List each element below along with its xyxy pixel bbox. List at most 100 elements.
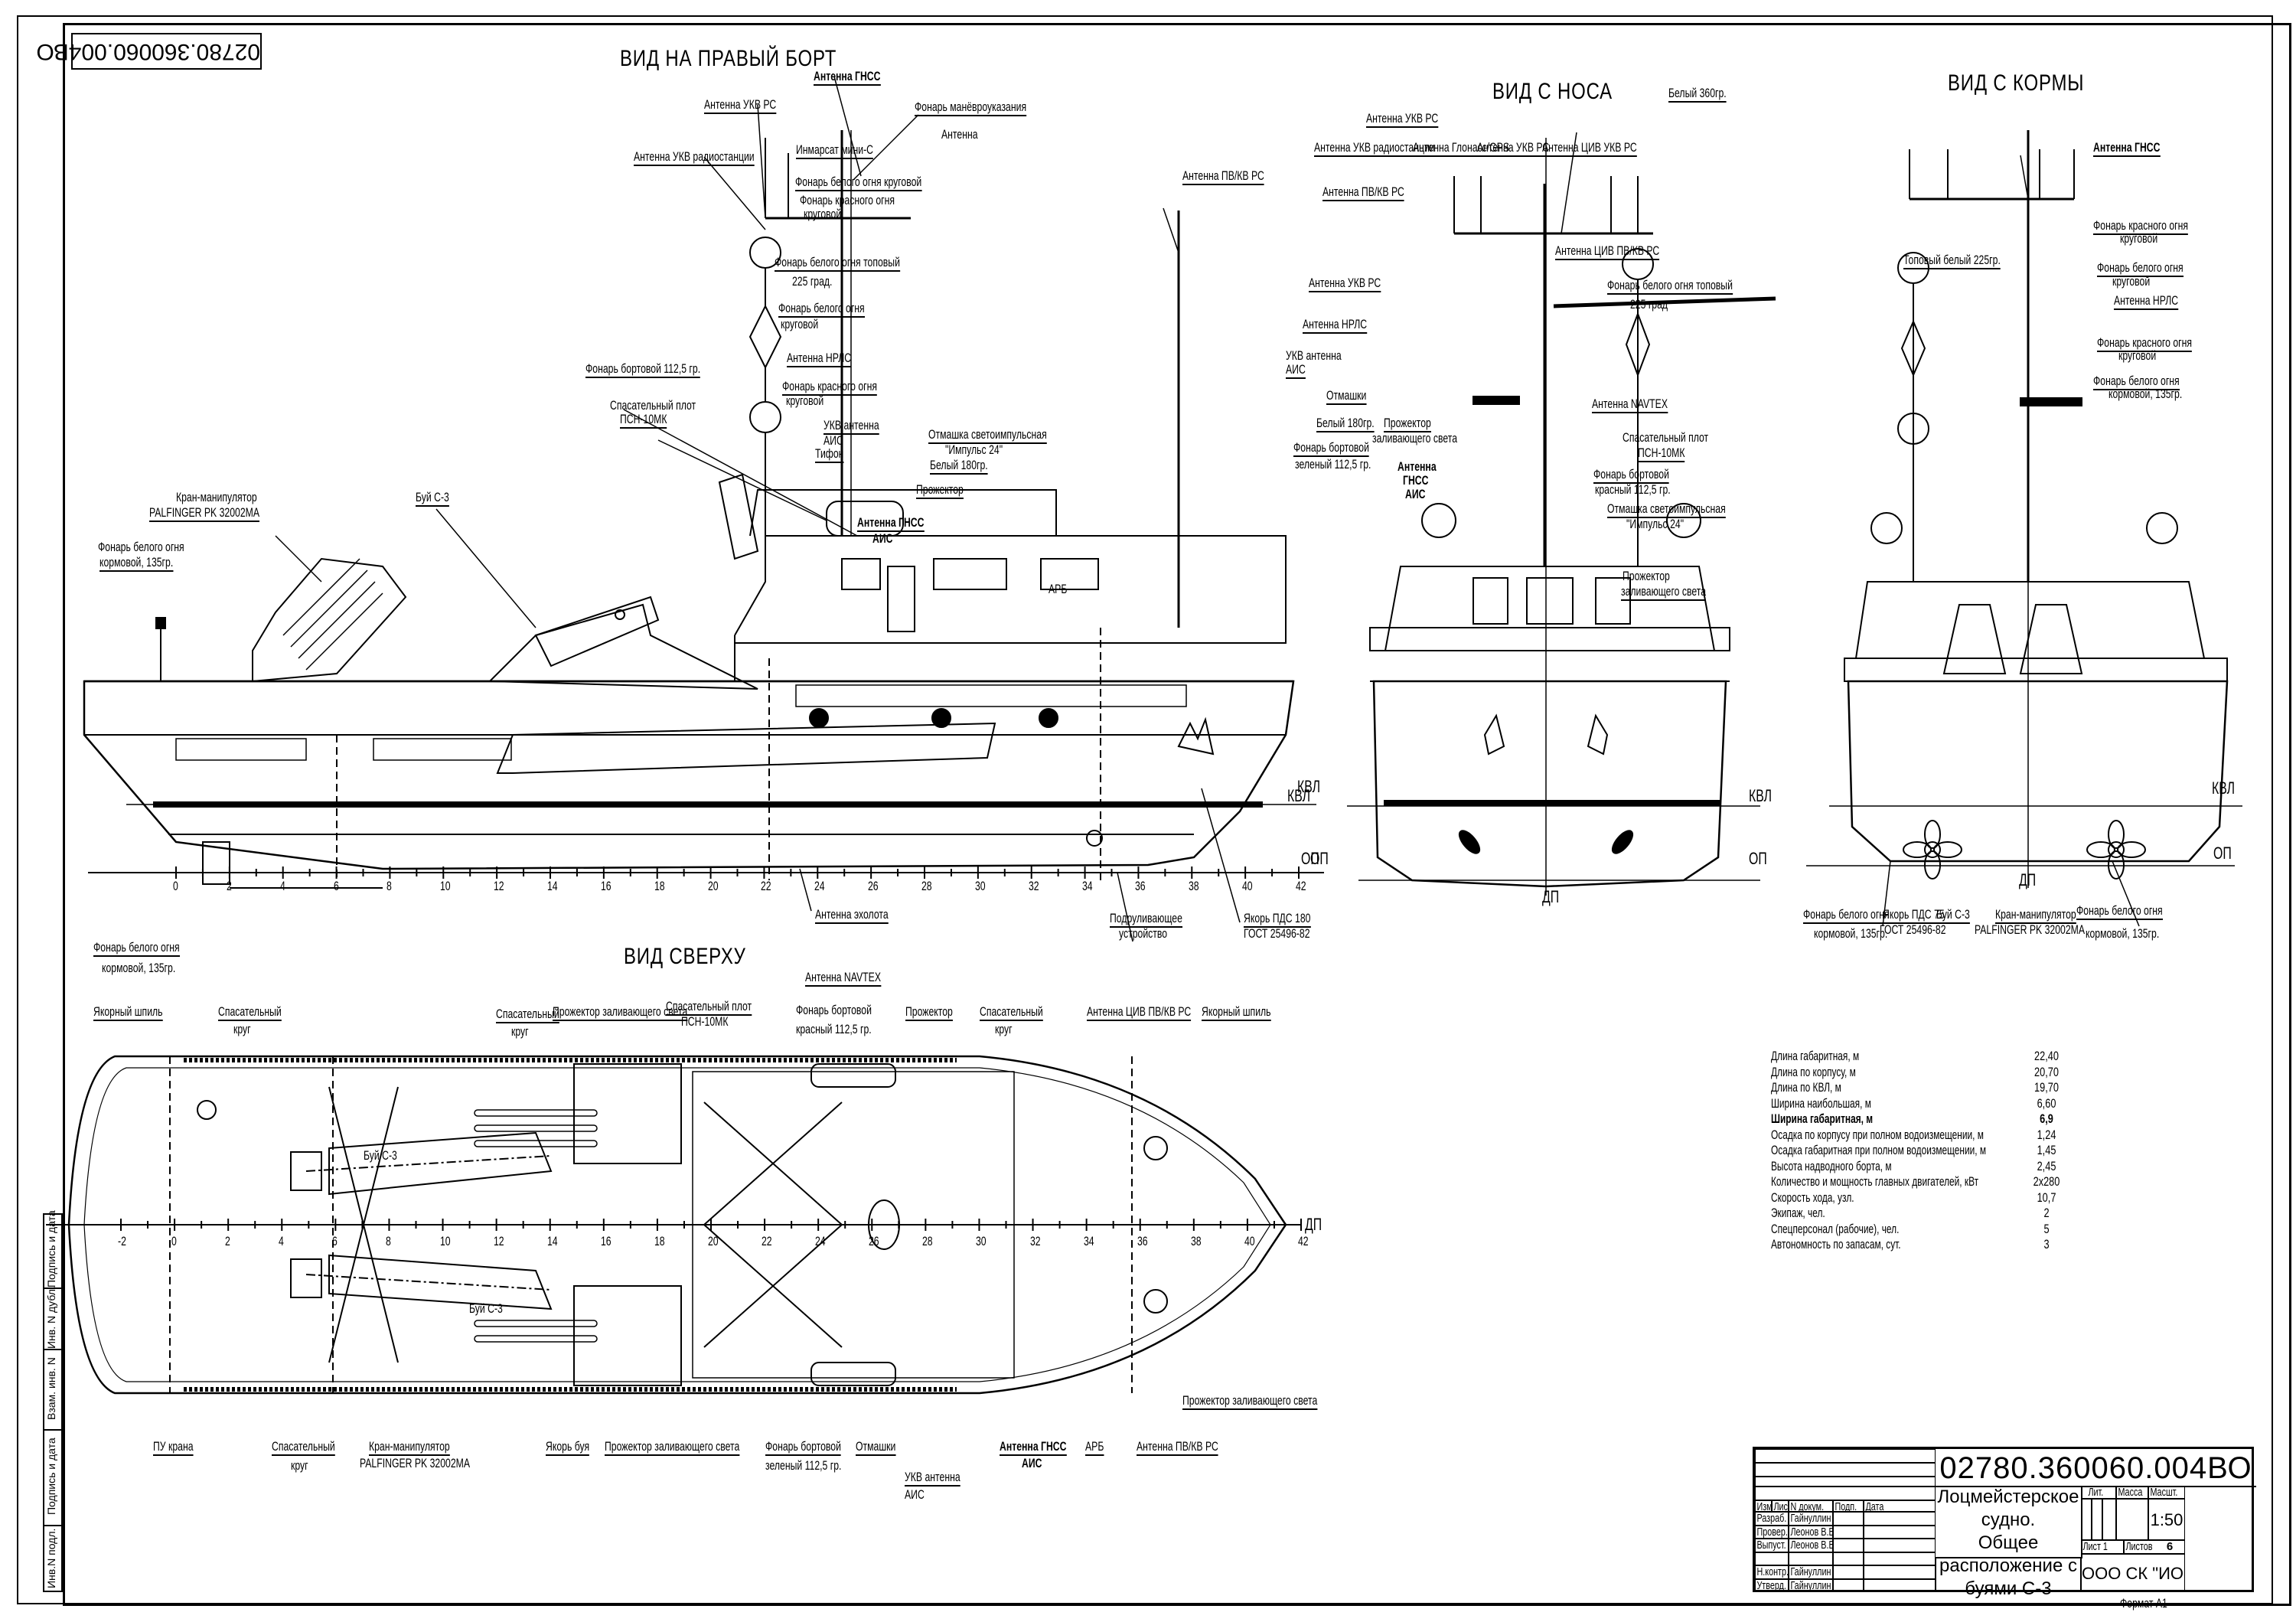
bow-label-op-right: ОП	[1749, 849, 1767, 868]
label-flash-1: Отмашка светоимпульсная	[928, 427, 1047, 444]
spec-row: Скорость хода, узл.10,7	[1771, 1190, 2077, 1206]
bow-label-vhf-radio: Антенна УКВ радиостанции	[1314, 140, 1435, 157]
top-label-buoy-b: Буй С-3	[469, 1301, 503, 1316]
stern-label-crane-1: Кран-манипулятор	[1995, 907, 2076, 924]
frame-number: 0	[173, 879, 178, 893]
stern-label-op: ОП	[2213, 844, 2232, 863]
top-label-lifebuoy1-2: круг	[233, 1022, 251, 1036]
spec-value: 2,45	[2037, 1158, 2056, 1173]
bow-label-mf-hf: Антенна ПВ/КВ РС	[1322, 184, 1404, 201]
bow-label-op-left: ОП	[1301, 849, 1319, 868]
label-flash-2: "Импульс 24"	[945, 442, 1003, 457]
bow-label-gnss-2: ГНСС	[1403, 473, 1429, 488]
bow-label-vhf-rs-3: Антенна УКВ РС	[1309, 276, 1381, 292]
label-mf-hf: Антенна ПВ/КВ РС	[1182, 168, 1264, 185]
role: Разраб.	[1756, 1512, 1787, 1525]
person-name: Леонов В.В.	[1790, 1539, 1833, 1552]
bow-label-white360: Белый 360гр.	[1668, 86, 1727, 103]
stern-label-left-light-1: Фонарь белого огня	[1803, 907, 1890, 924]
label-raft-1: Спасательный плот	[610, 398, 696, 413]
frame-number: 30	[976, 1234, 987, 1248]
spec-value: 20,70	[2034, 1064, 2059, 1079]
label-stern-light-2: кормовой, 135гр.	[99, 555, 174, 572]
title-block-cell	[1864, 1525, 1936, 1539]
top-label-crane-1: Кран-манипулятор	[369, 1439, 450, 1456]
label-crane-1: Кран-манипулятор	[176, 490, 257, 504]
top-label-vhf-ais-2: АИС	[905, 1487, 925, 1502]
spec-label: Автономность по запасам, сут.	[1771, 1237, 1901, 1252]
frame-number: 38	[1190, 1234, 1202, 1248]
top-label-lifebuoy2-1: Спасательный	[496, 1007, 559, 1023]
bow-label-flash-1: Отмашка светоимпульсная	[1607, 501, 1726, 518]
label-searchlight: Прожектор	[916, 482, 964, 499]
label-raft-2: ПСН-10МК	[620, 412, 667, 429]
role: Н.контр.	[1756, 1565, 1789, 1578]
label-vhf-ais-2: АИС	[823, 433, 843, 448]
spec-row: Высота надводного борта, м 2,45	[1771, 1159, 2077, 1175]
bow-label-glonass: Антенна Глонасс/GPS	[1413, 140, 1510, 157]
stern-label-white-allround-2: круговой	[2112, 274, 2151, 289]
stern-label-stern-2: кормовой, 135гр.	[2108, 387, 2183, 401]
frame-number: 32	[1028, 879, 1039, 893]
frame-number: 24	[815, 1234, 826, 1248]
frame-number: 40	[1244, 1234, 1255, 1248]
stern-label-kvl: КВЛ	[2212, 778, 2236, 798]
title-block-cell	[1864, 1578, 1936, 1592]
label-maneuver-light: Фонарь манёвроуказания	[915, 100, 1027, 116]
spec-value: 5	[2043, 1221, 2050, 1236]
label-white-allround2-1: Фонарь белого огня	[778, 301, 865, 318]
title-block-cell	[1789, 1552, 1833, 1565]
sheets-label: Листов	[2125, 1540, 2153, 1553]
label-gnss-ais-2: АИС	[872, 531, 893, 546]
label-red-allround-2: круговой	[804, 207, 842, 221]
top-label-flood-bottom: Прожектор заливающего света	[605, 1439, 740, 1456]
label-stern-light-1: Фонарь белого огня	[98, 540, 184, 554]
spec-row: Осадка по корпусу при полном водоизмещен…	[1771, 1128, 2077, 1144]
label-inmarsat-1: Антенна	[941, 127, 978, 142]
bow-label-kvl-right: КВЛ	[1749, 786, 1773, 805]
bow-label-flood-2: заливающего света	[1372, 431, 1458, 445]
spec-value: 19,70	[2034, 1080, 2059, 1095]
bow-label-vhf-rs-2: Антенна УКВ РС	[1477, 140, 1550, 157]
label-anchor-1: Якорь ПДС 180	[1244, 911, 1311, 928]
frame-number: 14	[547, 879, 558, 893]
top-label-raft-1: Спасательный плот	[666, 999, 752, 1016]
top-label-vhf-ais-1: УКВ антенна	[905, 1470, 960, 1487]
frame-number: -2	[118, 1234, 126, 1248]
top-label-stern-light-2: кормовой, 135гр.	[102, 961, 176, 975]
label-gnss-ais-1: Антенна ГНСС	[857, 515, 925, 532]
frame-number: 20	[708, 1234, 719, 1248]
frame-number: 6	[333, 879, 339, 893]
spec-label: Высота надводного борта, м	[1771, 1158, 1892, 1173]
top-label-green-2: зеленый 112,5 гр.	[765, 1458, 842, 1473]
label-echo-sounder: Антенна эхолота	[815, 907, 889, 924]
label-anchor-2: ГОСТ 25496-82	[1244, 926, 1310, 941]
col-list: Лист	[1773, 1500, 1788, 1512]
title-block-cell: Н.контр.	[1755, 1565, 1789, 1579]
stern-label-red-allround-1: Фонарь красного огня	[2093, 218, 2188, 235]
title-block-cell: Провер.	[1755, 1525, 1789, 1539]
spec-label: Длина габаритная, м	[1771, 1049, 1860, 1063]
label-crane-2: PALFINGER PK 32002MA	[149, 505, 259, 522]
label-kvl: КВЛ	[1297, 777, 1321, 796]
stern-label-red-allround-2: круговой	[2120, 231, 2158, 246]
bow-view-hull	[1347, 138, 1776, 896]
title-block-cell	[1833, 1578, 1864, 1592]
frame-number: 16	[600, 879, 612, 893]
person-name: Гайнуллин Р.С.	[1790, 1565, 1832, 1578]
col-date: Дата	[1865, 1500, 1884, 1512]
spec-label: Количество и мощность главных двигателей…	[1771, 1174, 1979, 1189]
sheet-number: Лист 1	[2082, 1540, 2108, 1553]
title-block-cell: Утверд.	[1755, 1578, 1789, 1592]
company-name: ООО СК "ИОНА"	[2081, 1554, 2185, 1592]
top-label-searchlight: Прожектор	[905, 1004, 953, 1021]
top-label-capstan-left: Якорный шпиль	[93, 1004, 163, 1021]
label-nrls: Антенна НРЛС	[787, 351, 852, 367]
top-label-red-1: Фонарь бортовой	[796, 1003, 872, 1017]
title-block-cell: Гайнуллин Р.И.	[1789, 1512, 1833, 1526]
spec-row: Осадка габаритная при полном водоизмещен…	[1771, 1143, 2077, 1159]
